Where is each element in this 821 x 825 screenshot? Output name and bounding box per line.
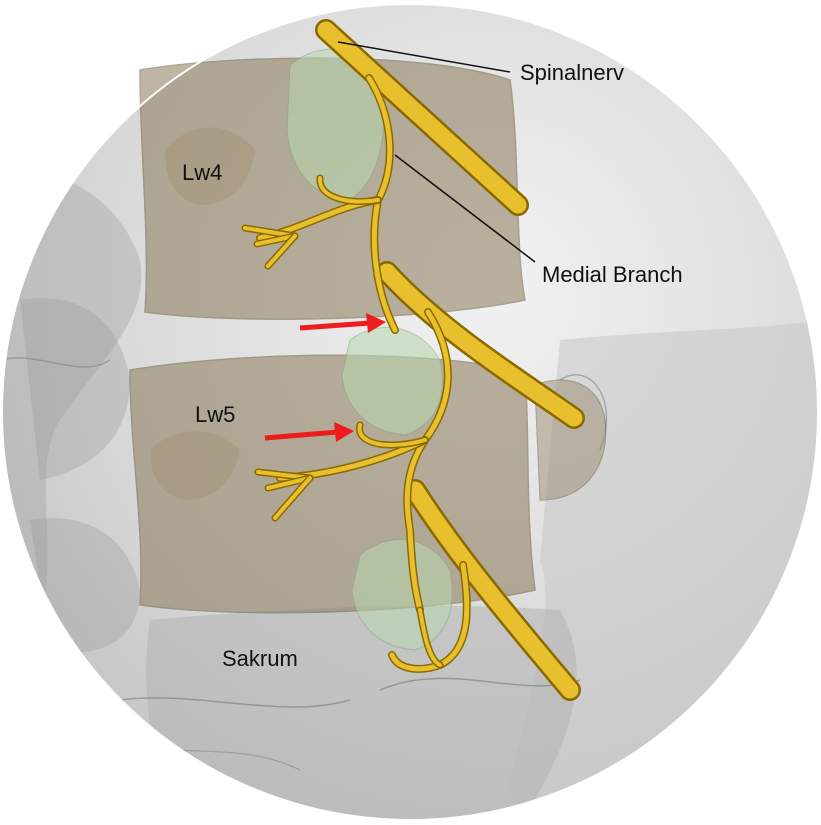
label-spinalnerv: Spinalnerv: [520, 60, 624, 85]
label-lw4: Lw4: [182, 160, 222, 185]
label-lw5: Lw5: [195, 402, 235, 427]
label-medial-branch: Medial Branch: [542, 262, 683, 287]
label-sakrum: Sakrum: [222, 646, 298, 671]
